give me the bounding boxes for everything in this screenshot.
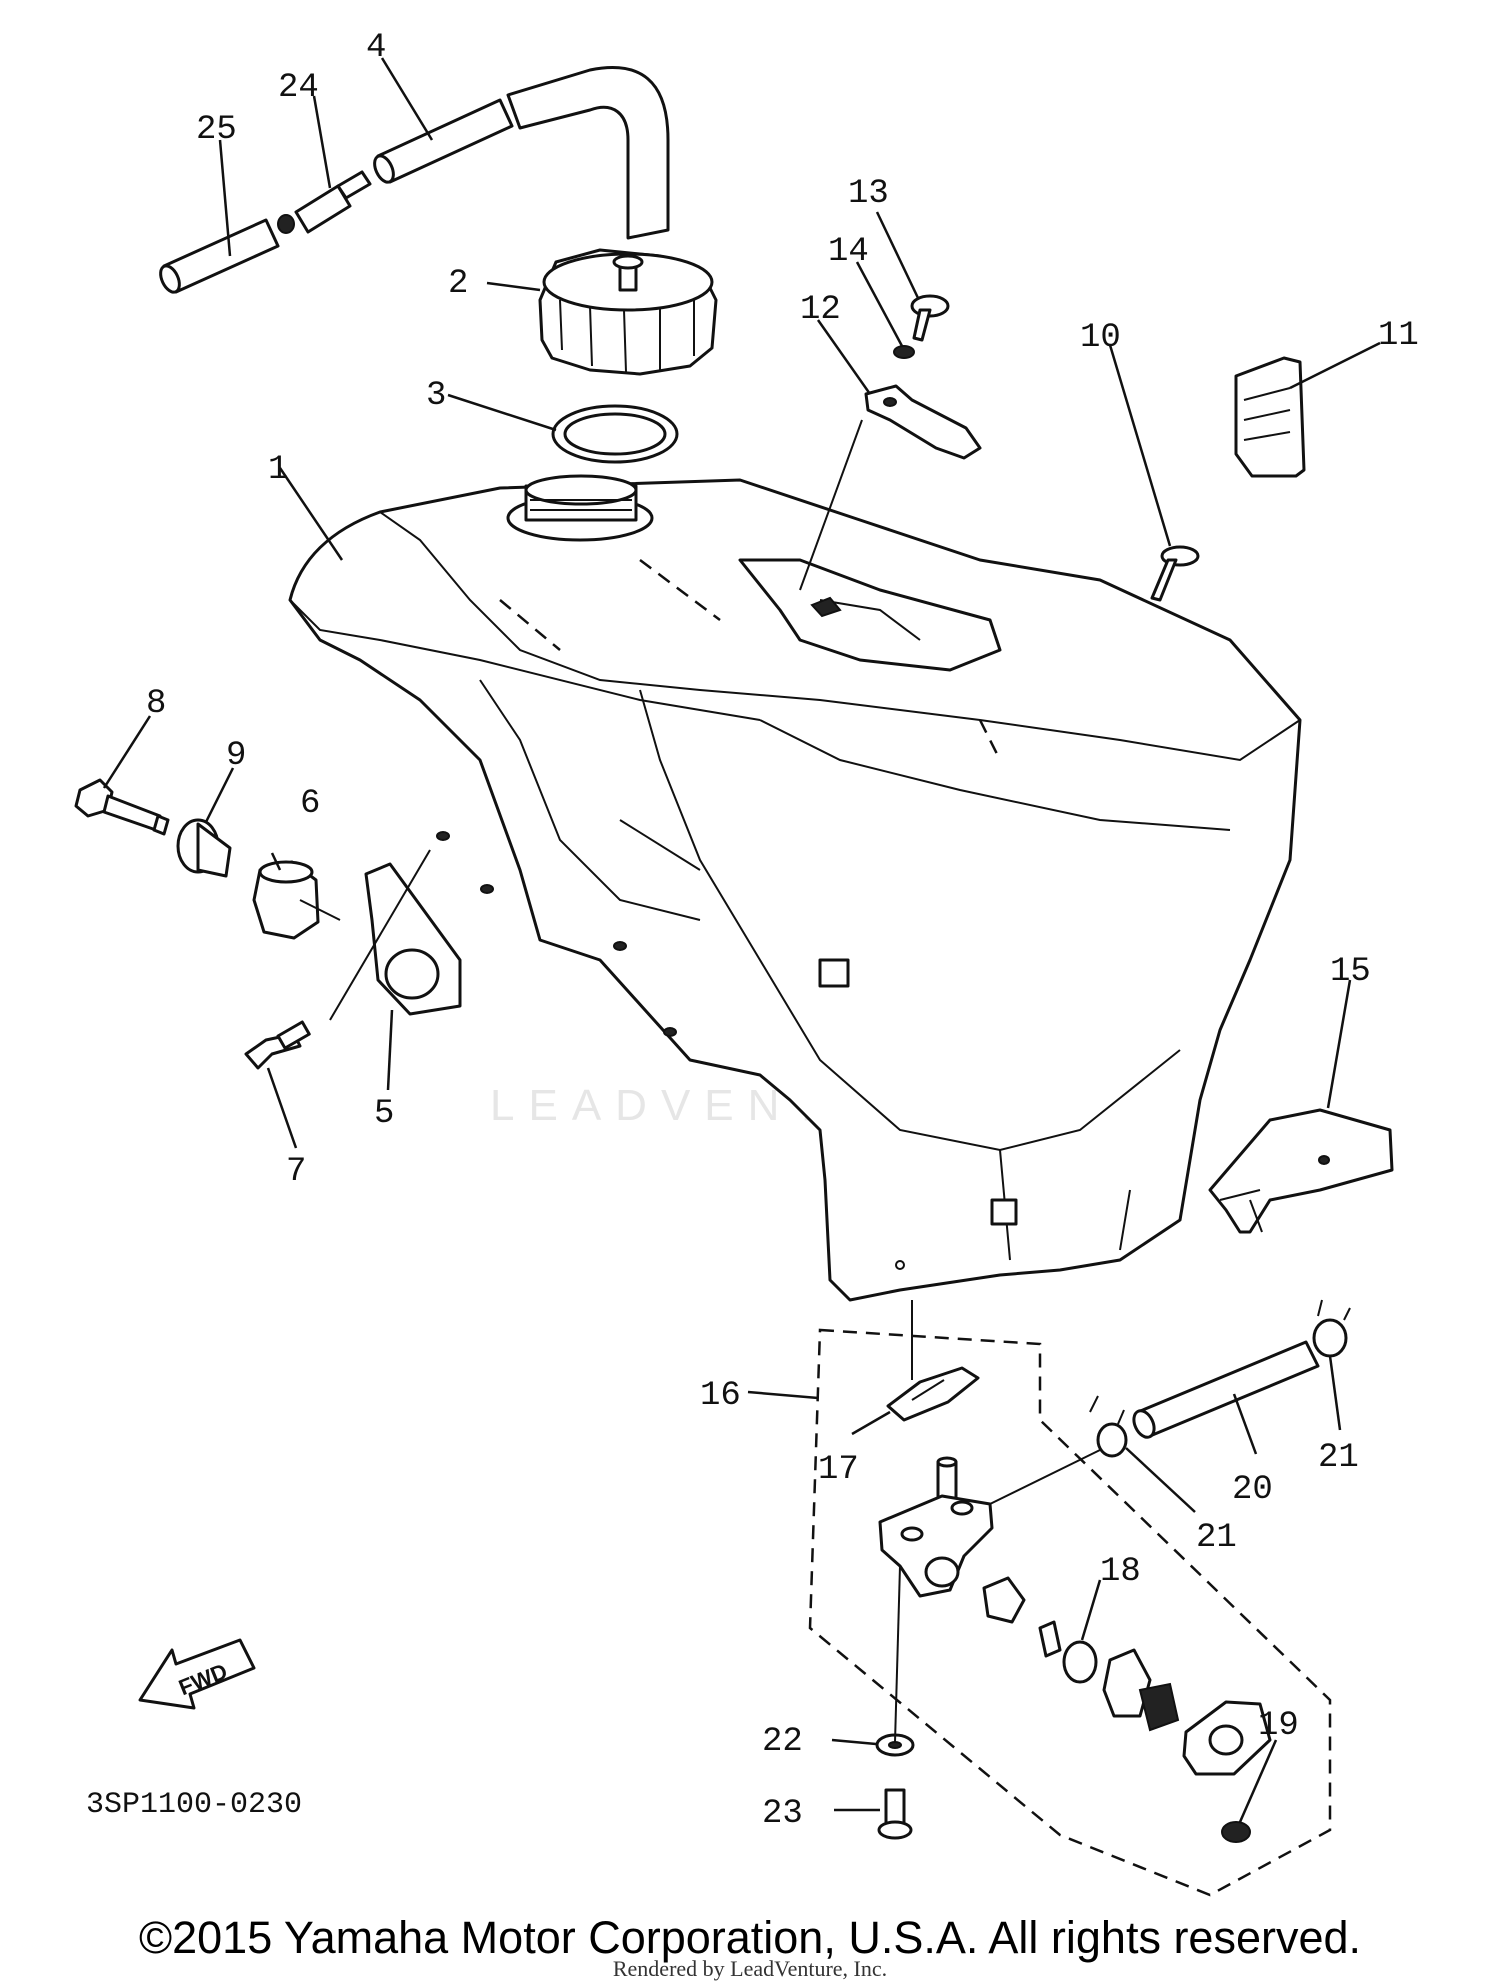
callout-15: 15 [1330, 953, 1371, 991]
bolt-8 [74, 778, 170, 836]
cock-gasket [886, 1366, 980, 1422]
callout-21-lower: 21 [1196, 1519, 1237, 1557]
diagram-code: 3SP1100-0230 [86, 1788, 302, 1822]
leader-lines [102, 57, 1381, 1823]
fuel-cap [538, 248, 718, 376]
callout-19: 19 [1258, 1707, 1299, 1745]
mount-bracket [364, 862, 462, 1016]
hose-clip-lower [1089, 1395, 1128, 1458]
fuel-cock-internals [982, 1576, 1180, 1732]
callout-4: 4 [366, 29, 386, 67]
callout-22: 22 [762, 1723, 803, 1761]
callout-17: 17 [818, 1451, 859, 1489]
lever-plate [1182, 1700, 1272, 1843]
fuel-tank [288, 474, 1302, 1302]
fwd-arrow: FWD [138, 1638, 256, 1710]
callout-5: 5 [374, 1095, 394, 1133]
callout-3: 3 [426, 377, 446, 415]
callout-11: 11 [1378, 317, 1419, 355]
callout-9: 9 [226, 737, 246, 775]
fuel-cock [878, 1456, 994, 1598]
bolt-10 [1150, 545, 1200, 602]
hose-4 [373, 98, 514, 184]
screw-23 [877, 1788, 913, 1840]
hose-clip-upper [1312, 1299, 1351, 1358]
callout-20: 20 [1232, 1471, 1273, 1509]
bolt-7 [244, 1020, 311, 1070]
callout-13: 13 [848, 175, 889, 213]
washer-14 [893, 345, 915, 359]
cap-gasket [551, 404, 679, 464]
copyright-notice: ©2015 Yamaha Motor Corporation, U.S.A. A… [138, 1912, 1362, 1963]
collar [176, 818, 232, 878]
callout-14: 14 [828, 233, 869, 271]
callout-18: 18 [1100, 1553, 1141, 1591]
callout-12: 12 [800, 291, 841, 329]
callout-8: 8 [146, 685, 166, 723]
callout-10: 10 [1080, 319, 1121, 357]
callout-16: 16 [700, 1377, 741, 1415]
hose-25 [159, 218, 280, 294]
callout-6: 6 [300, 785, 320, 823]
fuel-cock-assembly [808, 1328, 1332, 1897]
check-valve [277, 170, 372, 234]
callout-1: 1 [268, 451, 288, 489]
callout-7: 7 [286, 1153, 306, 1191]
screw-13 [910, 294, 950, 342]
rubber-damper [252, 860, 320, 940]
callout-25: 25 [196, 111, 237, 149]
callout-2: 2 [448, 265, 468, 303]
callout-24: 24 [278, 69, 319, 107]
breather-hose [506, 66, 670, 240]
tank-strap [1234, 356, 1306, 478]
fuel-hose [1132, 1340, 1320, 1439]
callout-23: 23 [762, 1795, 803, 1833]
tank-protector [1208, 1108, 1394, 1234]
callout-21-upper: 21 [1318, 1439, 1359, 1477]
seat-bracket [864, 384, 982, 460]
rendered-by-notice: Rendered by LeadVenture, Inc. [612, 1956, 888, 1981]
callouts: 1 2 3 4 5 6 7 8 9 10 11 12 13 14 15 16 1… [146, 29, 1419, 1833]
